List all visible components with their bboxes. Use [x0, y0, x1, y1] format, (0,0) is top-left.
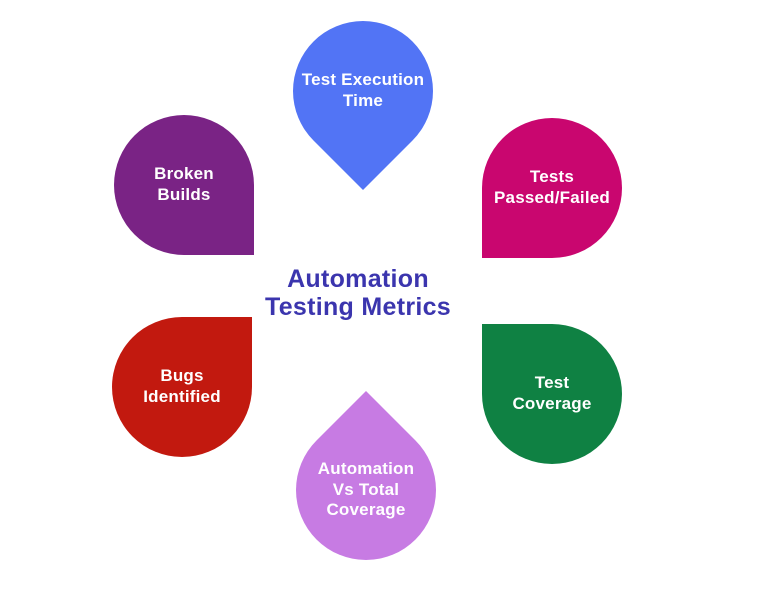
metric-bubble-broken-builds: Broken Builds	[114, 115, 254, 255]
metric-bubble-automation-vs-total-coverage: Automation Vs Total Coverage	[267, 391, 465, 589]
metric-label-box: Automation Vs Total Coverage	[296, 420, 436, 560]
teardrop-shape-top-right	[112, 317, 252, 457]
metric-bubble-bugs-identified: Bugs Identified	[112, 317, 252, 457]
metric-label-box: Bugs Identified	[112, 317, 252, 457]
teardrop-shape-bottom-left	[482, 118, 622, 258]
metric-label: Test Execution Time	[301, 70, 425, 110]
infographic-canvas: Automation Testing Metrics Test Executio…	[112, 0, 622, 589]
teardrop-shape-top-left	[482, 324, 622, 464]
metric-label: Tests Passed/Failed	[494, 167, 610, 207]
teardrop-shape-bottom-right	[114, 115, 254, 255]
diagram-title: Automation Testing Metrics	[264, 264, 452, 322]
metric-label: Automation Vs Total Coverage	[317, 458, 415, 520]
metric-label-box: Test Coverage	[482, 324, 622, 464]
page-background: { "page": { "background": "#ffffff" }, "…	[112, 0, 622, 589]
metric-label: Broken Builds	[154, 164, 214, 204]
metric-label-box: Test Execution Time	[293, 21, 433, 161]
metric-label: Bugs Identified	[143, 366, 221, 406]
metric-label-box: Tests Passed/Failed	[482, 118, 622, 258]
metric-bubble-test-execution-time: Test Execution Time	[264, 0, 462, 190]
metric-bubble-tests-passed-failed: Tests Passed/Failed	[482, 118, 622, 258]
metric-label-box: Broken Builds	[114, 115, 254, 255]
metric-label: Test Coverage	[512, 373, 592, 413]
metric-bubble-test-coverage: Test Coverage	[482, 324, 622, 464]
